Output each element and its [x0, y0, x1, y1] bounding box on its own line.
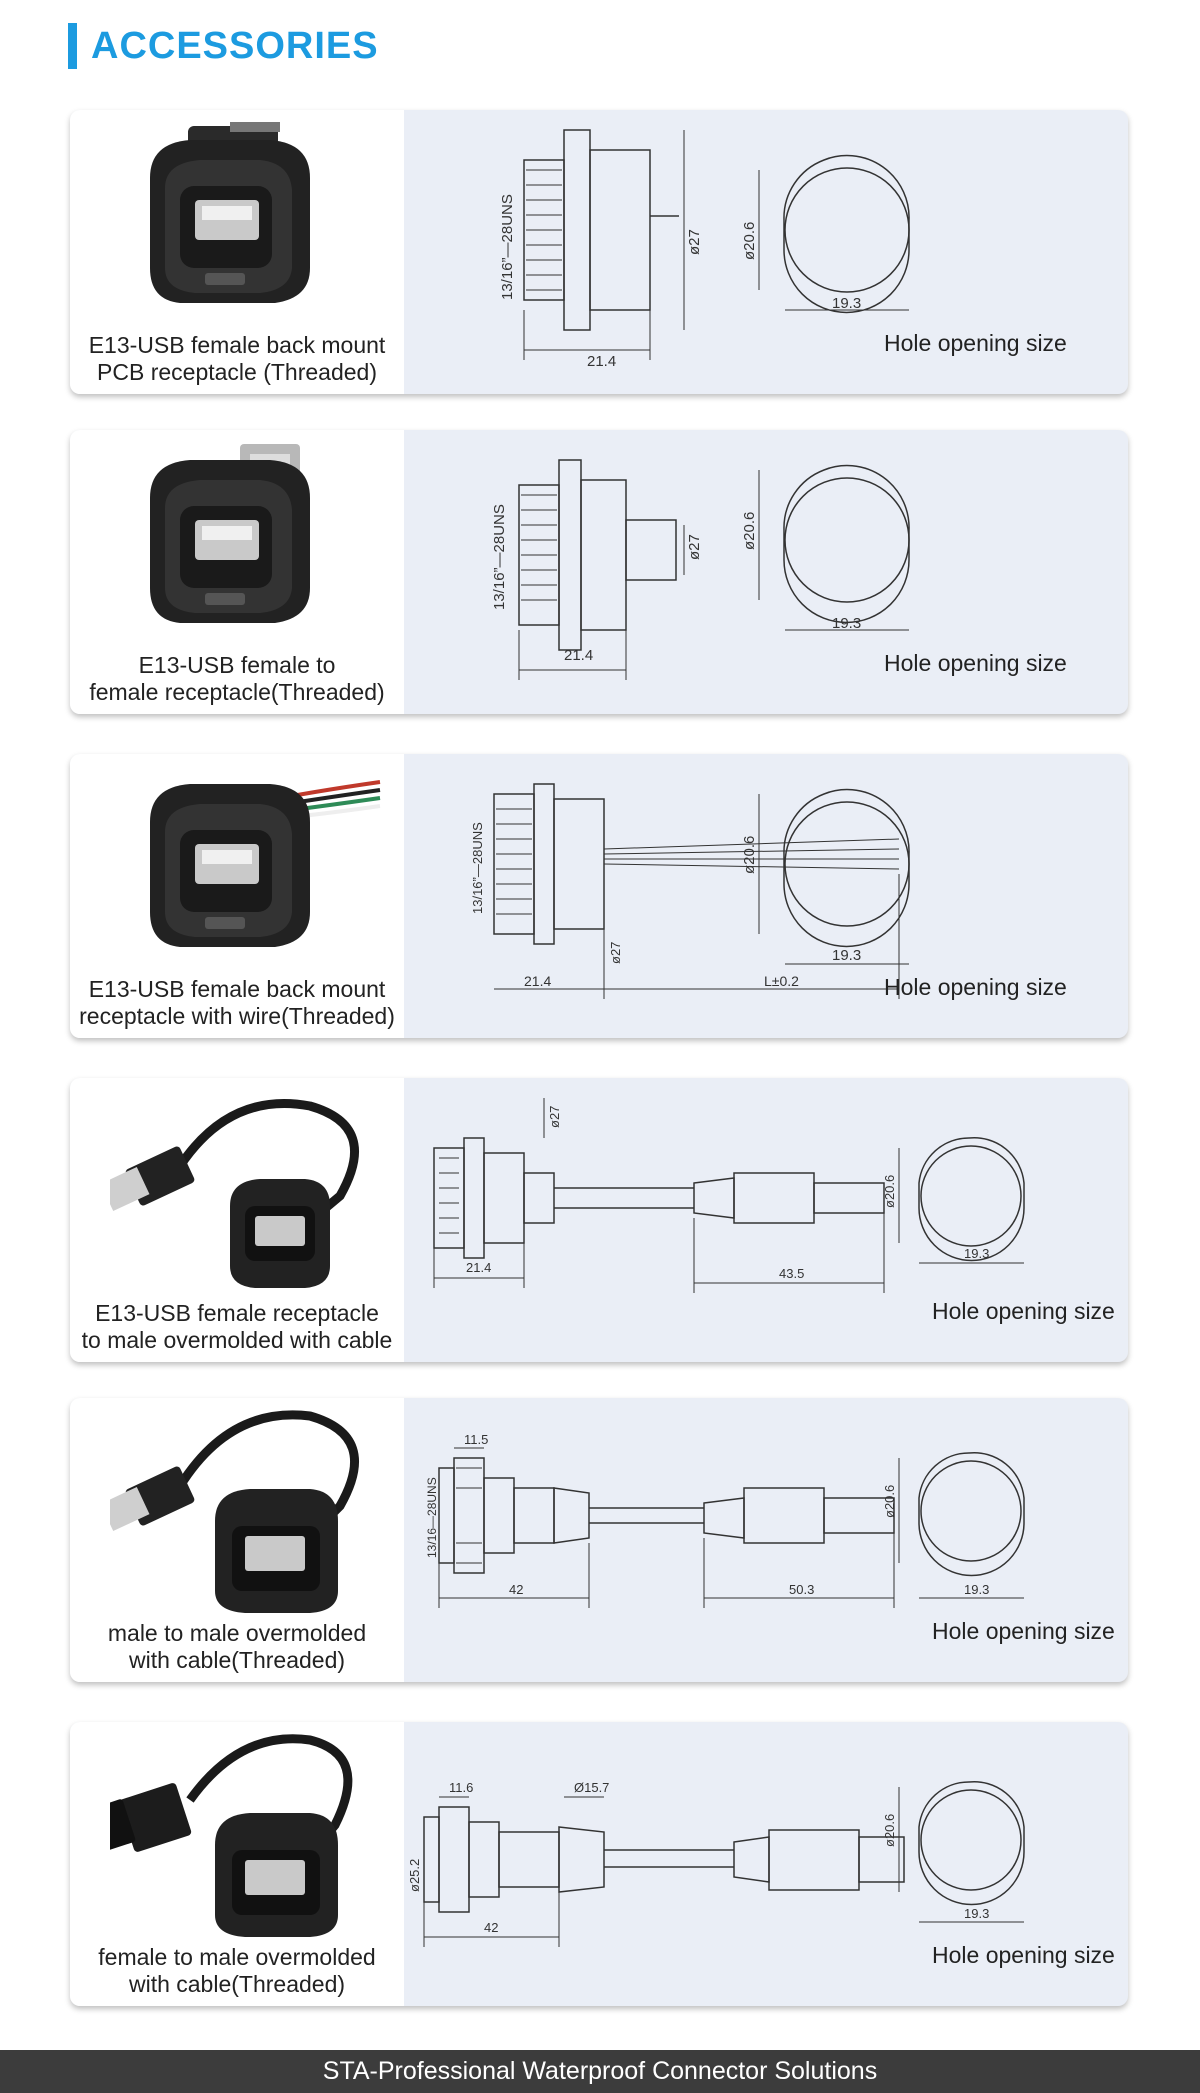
hole-flat-dimension: 19.3 [964, 1246, 989, 1261]
hole-flat-dimension: 19.3 [832, 295, 861, 312]
product-photo-panel: male to male overmolded with cable(Threa… [70, 1398, 404, 1682]
cable-assembly-photo [110, 1410, 359, 1613]
hole-diameter-dimension: ø20.6 [882, 1814, 897, 1847]
product-caption: E13-USB female to female receptacle(Thre… [70, 652, 404, 706]
top-dimension: 11.6 [449, 1780, 473, 1795]
header-accent-bar [68, 23, 77, 69]
length-dimension: 21.4 [466, 1260, 491, 1275]
thread-dimension: 13/16”—28UNS [491, 504, 508, 610]
product-caption: E13-USB female back mount PCB receptacle… [70, 332, 404, 386]
technical-drawing: 21.4 13/16”—28UNS ø27 ø20.6 19.3 [499, 129, 910, 370]
caption-line: to male overmolded with cable [81, 1327, 393, 1353]
hole-diameter-dimension: ø20.6 [741, 836, 758, 874]
product-card-pcb-receptacle: E13-USB female back mount PCB receptacle… [70, 110, 1128, 394]
thread-dimension: 13/16—28UNS [425, 1477, 439, 1558]
product-card-receptacle-to-male: E13-USB female receptacle to male overmo… [70, 1078, 1128, 1362]
diameter-dimension: ø27 [547, 1106, 562, 1128]
plug-length-dimension: 50.3 [789, 1582, 814, 1597]
diameter-dimension: ø25.2 [407, 1859, 422, 1892]
caption-line: E13-USB female back mount [88, 976, 386, 1002]
caption-line: PCB receptacle (Threaded) [97, 359, 377, 385]
hole-diameter-dimension: ø20.6 [882, 1175, 897, 1208]
section-header: ACCESSORIES [68, 22, 379, 70]
product-card-wire-receptacle: E13-USB female back mount receptacle wit… [70, 754, 1128, 1038]
diameter-dimension: ø27 [686, 229, 703, 255]
caption-line: with cable(Threaded) [128, 1971, 346, 1997]
length-dimension: 42 [484, 1920, 498, 1935]
hole-flat-dimension: 19.3 [832, 947, 861, 964]
caption-line: with cable(Threaded) [128, 1647, 346, 1673]
caption-line: E13-USB female back mount [88, 332, 386, 358]
caption-line: male to male overmolded [107, 1620, 367, 1646]
hole-flat-dimension: 19.3 [832, 615, 861, 632]
thread-dimension: 13/16”—28UNS [499, 194, 516, 300]
cable-assembly-photo [110, 1734, 353, 1937]
hole-diameter-dimension: ø20.6 [882, 1485, 897, 1518]
length-dimension: 42 [509, 1582, 523, 1597]
caption-line: E13-USB female receptacle [95, 1300, 379, 1326]
product-caption: E13-USB female receptacle to male overmo… [70, 1300, 404, 1354]
length-dimension: 21.4 [524, 973, 551, 989]
product-card-male-to-male: male to male overmolded with cable(Threa… [70, 1398, 1128, 1682]
hole-opening-label: Hole opening size [932, 1298, 1115, 1324]
receptacle-photo [150, 122, 310, 303]
diameter-dimension: ø27 [686, 534, 703, 560]
length-dimension: 21.4 [587, 353, 616, 370]
hole-opening-label: Hole opening size [884, 974, 1067, 1000]
wire-length-dimension: L±0.2 [764, 973, 799, 989]
hole-opening-label: Hole opening size [884, 650, 1067, 676]
technical-drawing: 11.5 42 50.3 13/16—28UNS ø20.6 19.3 [425, 1432, 1025, 1608]
caption-line: female to male overmolded [98, 1944, 376, 1970]
hole-diameter-dimension: ø20.6 [741, 512, 758, 550]
caption-line: female receptacle(Threaded) [89, 679, 385, 705]
product-caption: E13-USB female back mount receptacle wit… [70, 976, 404, 1030]
cable-dimension: Ø15.7 [574, 1780, 609, 1795]
length-dimension: 21.4 [564, 647, 593, 664]
technical-drawing: 21.4 13/16”—28UNS ø27 ø20.6 19.3 [491, 459, 910, 680]
product-photo-panel: female to male overmolded with cable(Thr… [70, 1722, 404, 2006]
product-photo-panel: E13-USB female back mount PCB receptacle… [70, 110, 404, 394]
hole-flat-dimension: 19.3 [964, 1582, 989, 1597]
page-title: ACCESSORIES [91, 24, 379, 67]
hole-opening-label: Hole opening size [884, 330, 1067, 356]
footer-banner: STA-Professional Waterproof Connector So… [0, 2050, 1200, 2093]
caption-line: receptacle with wire(Threaded) [79, 1003, 395, 1029]
product-photo-panel: E13-USB female back mount receptacle wit… [70, 754, 404, 1038]
cable-assembly-photo [110, 1099, 359, 1288]
receptacle-photo [150, 444, 310, 623]
product-caption: female to male overmolded with cable(Thr… [70, 1944, 404, 1998]
technical-drawing: 21.4 L±0.2 13/16”—28UNS ø27 ø20.6 19.3 [470, 783, 910, 999]
caption-line: E13-USB female to [138, 652, 336, 678]
technical-drawing: 11.6 Ø15.7 42 ø25.2 ø20.6 19.3 [407, 1780, 1025, 1947]
product-caption: male to male overmolded with cable(Threa… [70, 1620, 404, 1674]
plug-length-dimension: 43.5 [779, 1266, 804, 1281]
hole-flat-dimension: 19.3 [964, 1906, 989, 1921]
top-dimension: 11.5 [464, 1432, 488, 1447]
hole-opening-label: Hole opening size [932, 1618, 1115, 1644]
receptacle-photo [150, 780, 381, 947]
product-card-female-to-male: female to male overmolded with cable(Thr… [70, 1722, 1128, 2006]
thread-dimension: 13/16”—28UNS [470, 822, 485, 914]
diameter-dimension: ø27 [608, 942, 623, 964]
product-card-female-female: E13-USB female to female receptacle(Thre… [70, 430, 1128, 714]
technical-drawing: 21.4 43.5 ø27 ø20.6 19.3 [433, 1098, 1025, 1293]
product-photo-panel: E13-USB female receptacle to male overmo… [70, 1078, 404, 1362]
product-photo-panel: E13-USB female to female receptacle(Thre… [70, 430, 404, 714]
hole-diameter-dimension: ø20.6 [741, 222, 758, 260]
hole-opening-label: Hole opening size [932, 1942, 1115, 1968]
